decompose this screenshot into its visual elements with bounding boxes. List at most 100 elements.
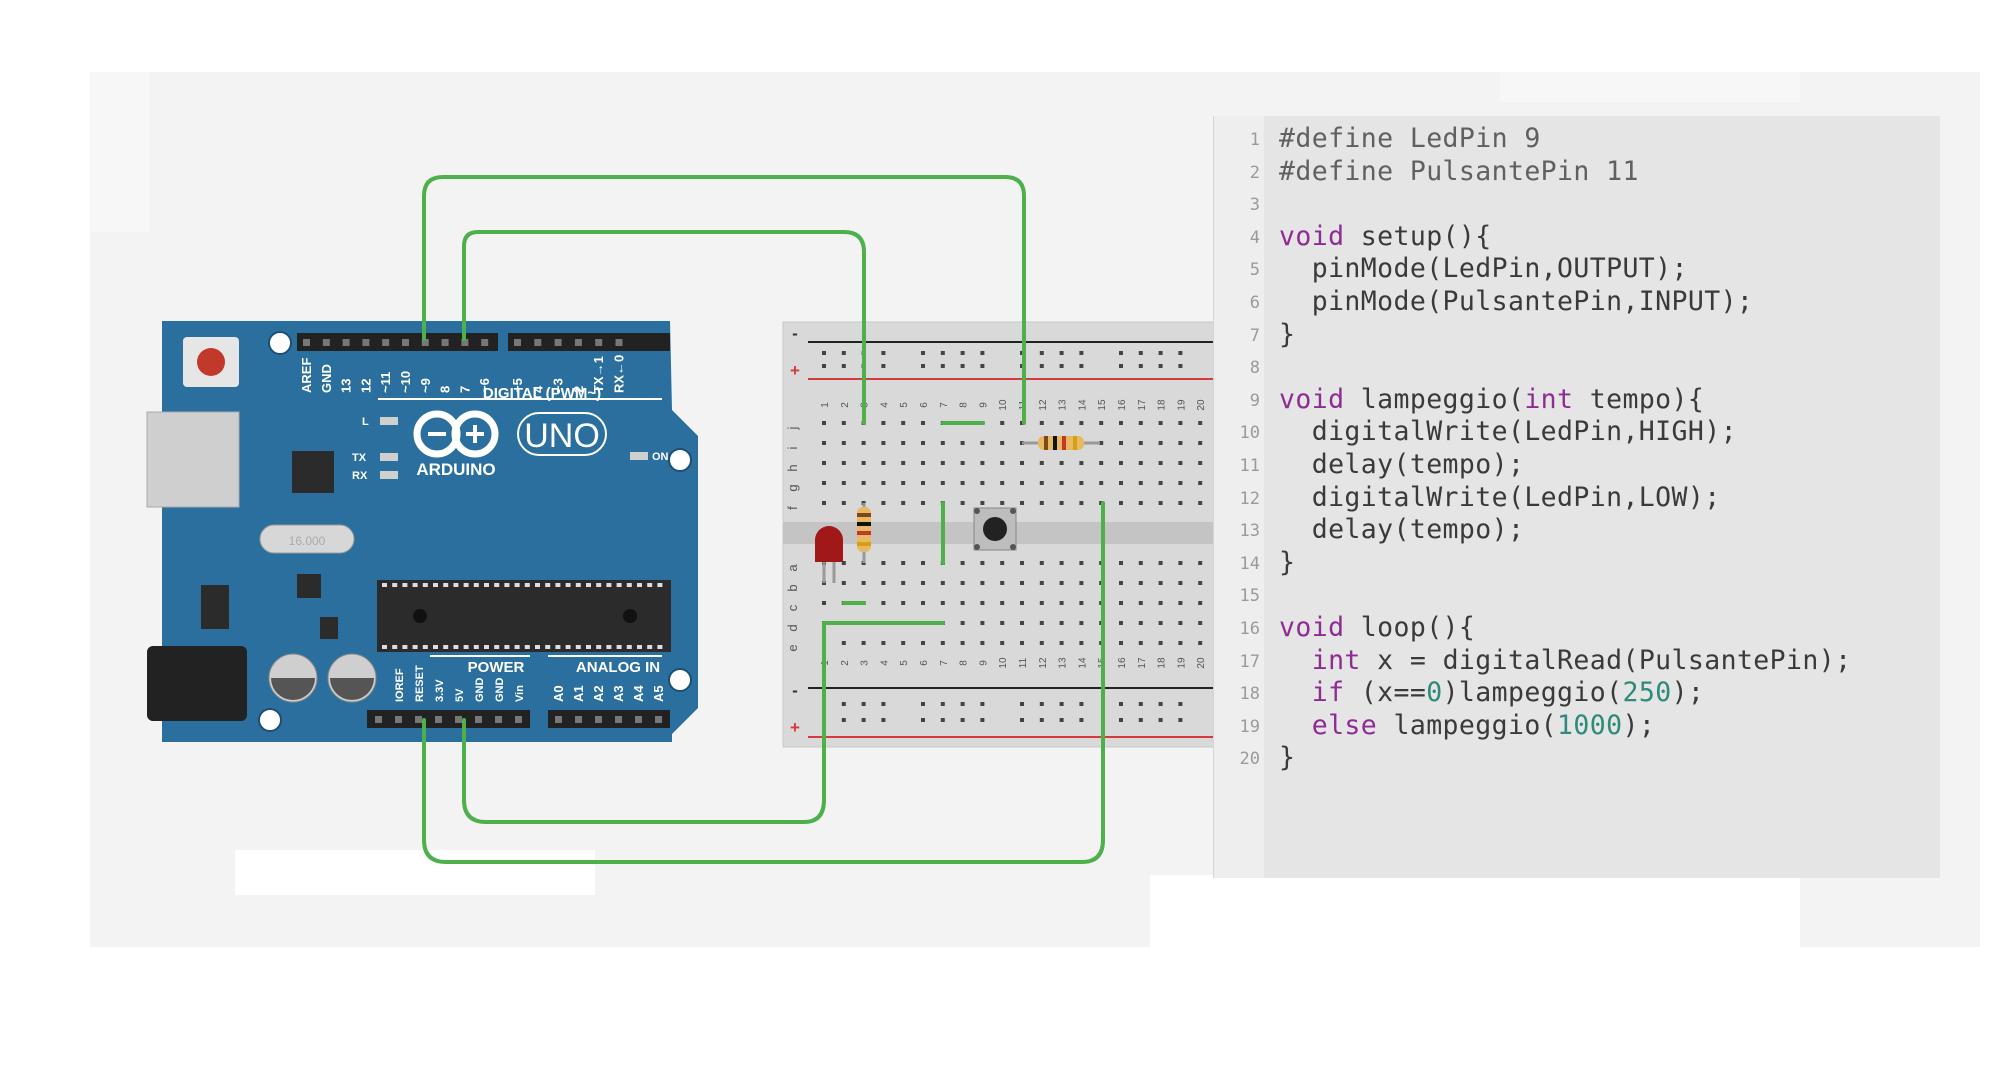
code-line[interactable]: }: [1279, 319, 1295, 350]
breadboard-hole: [1059, 718, 1064, 722]
breadboard-hole: [1198, 641, 1203, 645]
column-number: 3: [860, 660, 871, 666]
column-number: 6: [919, 660, 930, 666]
column-number: 16: [1117, 657, 1128, 669]
code-text: (x==: [1344, 677, 1427, 709]
breadboard-hole: [1059, 501, 1064, 505]
crystal: [259, 524, 355, 554]
chip-pin: [453, 583, 459, 587]
pushbutton-corner: [974, 508, 980, 514]
resistor-band: [1044, 436, 1048, 450]
code-line[interactable]: }: [1279, 742, 1295, 773]
power-pin-label: IOREF: [394, 668, 406, 702]
breadboard-hole: [841, 641, 846, 645]
code-line[interactable]: void setup(){: [1279, 221, 1492, 252]
power-header-label: POWER: [468, 659, 525, 676]
breadboard-hole: [901, 581, 906, 585]
line-number: 6: [1249, 293, 1260, 313]
code-line[interactable]: #define LedPin 9: [1279, 123, 1541, 154]
header-pin: [595, 339, 603, 346]
breadboard-hole: [861, 461, 866, 465]
breadboard-hole: [1079, 501, 1084, 505]
breadboard-hole: [1138, 581, 1143, 585]
breadboard-hole: [881, 351, 886, 355]
rail-sign: +: [790, 361, 800, 380]
breadboard-hole: [1000, 601, 1005, 605]
line-number: 8: [1249, 358, 1260, 379]
column-number: 4: [879, 660, 890, 666]
breadboard-hole: [1119, 441, 1123, 445]
code-line[interactable]: else lampeggio(1000);: [1279, 710, 1655, 741]
breadboard-hole: [841, 718, 846, 722]
column-number: 18: [1157, 657, 1168, 669]
uno-badge: [517, 412, 607, 456]
digital-pin-label: 7: [457, 386, 472, 393]
breadboard-hole: [1099, 461, 1104, 465]
breadboard-hole: [980, 501, 985, 505]
indicator-led: [380, 453, 398, 461]
wire: [462, 230, 866, 425]
breadboard-hole: [1119, 421, 1123, 425]
breadboard-hole: [841, 501, 846, 505]
column-number: 12: [1038, 399, 1049, 411]
breadboard-hole: [921, 641, 925, 645]
breadboard-hole: [1000, 481, 1005, 485]
breadboard-hole: [1059, 702, 1064, 706]
breadboard-hole: [1178, 621, 1183, 625]
row-letter: a: [785, 564, 800, 572]
chip-pin: [535, 583, 540, 587]
code-line[interactable]: #define PulsantePin 11: [1279, 156, 1639, 187]
code-text: x = digitalRead(PulsantePin);: [1360, 644, 1852, 676]
breadboard-hole: [1059, 561, 1064, 565]
breadboard-hole: [1020, 561, 1024, 565]
breadboard-hole: [921, 421, 925, 425]
code-line[interactable]: }: [1279, 547, 1295, 578]
breadboard-hole: [901, 461, 906, 465]
row-letter: h: [785, 464, 800, 471]
led-body: [815, 526, 843, 562]
chip-pin: [473, 583, 479, 587]
logo-plus: [473, 425, 477, 443]
column-number: 5: [899, 402, 910, 408]
led-label: L: [362, 416, 369, 428]
code-line[interactable]: void lampeggio(int tempo){: [1279, 384, 1704, 415]
breadboard-hole: [1000, 621, 1005, 625]
digital-header-label: DIGITAL (PWM~): [483, 385, 601, 402]
breadboard-hole: [1119, 641, 1123, 645]
breadboard-hole: [861, 702, 866, 706]
breadboard-hole: [1119, 702, 1123, 706]
code-line[interactable]: delay(tempo);: [1279, 514, 1524, 545]
breadboard-hole: [980, 641, 985, 645]
breadboard-hole: [1099, 481, 1104, 485]
breadboard-hole: [1138, 621, 1143, 625]
breadboard-hole: [940, 441, 945, 445]
breadboard-hole: [1079, 461, 1084, 465]
breadboard-hole: [1039, 702, 1044, 706]
breadboard-hole: [1020, 601, 1024, 605]
code-line[interactable]: int x = digitalRead(PulsantePin);: [1279, 645, 1851, 676]
code-line[interactable]: digitalWrite(LedPin,HIGH);: [1279, 416, 1737, 447]
breadboard-hole: [960, 561, 965, 565]
code-text: )lampeggio(: [1442, 677, 1623, 709]
chip-pin: [463, 583, 469, 587]
chip-notch: [413, 609, 427, 623]
breadboard-hole: [960, 501, 965, 505]
chip-pin: [524, 583, 530, 587]
row-letter: i: [785, 446, 800, 449]
breadboard-hole: [1198, 501, 1203, 505]
code-line[interactable]: delay(tempo);: [1279, 449, 1524, 480]
column-number: 18: [1157, 399, 1168, 411]
code-line[interactable]: void loop(){: [1279, 612, 1475, 643]
code-line[interactable]: digitalWrite(LedPin,LOW);: [1279, 482, 1721, 513]
code-line[interactable]: pinMode(PulsantePin,INPUT);: [1279, 286, 1753, 317]
breadboard-hole: [1178, 481, 1183, 485]
code-line[interactable]: pinMode(LedPin,OUTPUT);: [1279, 253, 1688, 284]
chip-pin: [647, 583, 653, 587]
column-number: 9: [978, 402, 989, 408]
column-number: 17: [1137, 399, 1148, 411]
breadboard-hole: [921, 461, 925, 465]
code-line[interactable]: if (x==0)lampeggio(250);: [1279, 677, 1704, 708]
chip-pin: [596, 583, 602, 587]
